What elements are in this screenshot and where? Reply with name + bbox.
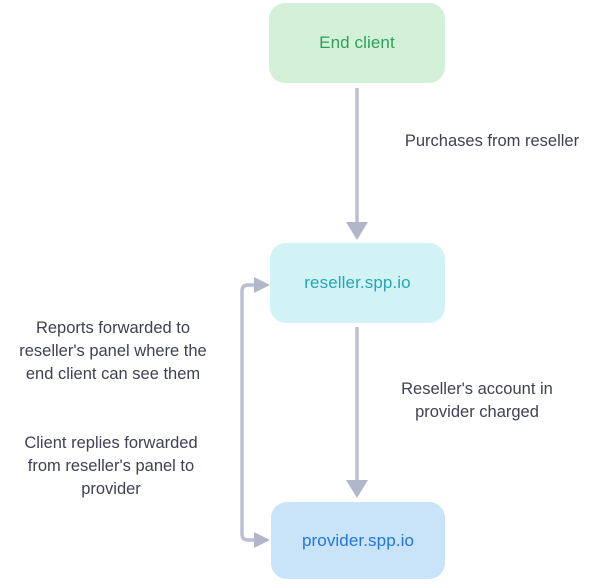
edge-label-line: Reseller's account in [401, 380, 553, 398]
edge-label-line: provider [81, 480, 141, 498]
edge-label-reports-forwarded: Reports forwarded to reseller's panel wh… [2, 317, 224, 386]
node-provider-spp-io: provider.spp.io [271, 502, 445, 579]
edge-label-line: end client can see them [25, 365, 201, 383]
edge-label-line: from reseller's panel to [27, 457, 195, 475]
node-reseller-spp-io: reseller.spp.io [270, 243, 445, 323]
edge-label-line: Client replies forwarded [24, 434, 198, 452]
edge-label-line: Reports forwarded to [35, 319, 191, 337]
node-end-client-label: End client [319, 33, 395, 52]
edge-label-client-replies: Client replies forwarded from reseller's… [2, 432, 220, 501]
edge-label-line: Purchases from reseller [404, 132, 580, 150]
edge-label-line: provider charged [415, 403, 539, 421]
arrow-reseller-to-provider [346, 327, 368, 498]
node-provider-label: provider.spp.io [301, 530, 415, 550]
node-end-client: End client [269, 3, 445, 83]
edge-label-account-charged: Reseller's account in provider charged [377, 378, 577, 424]
edge-label-purchases: Purchases from reseller [392, 130, 592, 153]
arrow-end-client-to-reseller [346, 88, 368, 240]
edge-label-line: reseller's panel where the [19, 342, 207, 360]
loop-arrow-reseller-provider [240, 277, 270, 548]
node-reseller-label: reseller.spp.io [304, 273, 411, 292]
